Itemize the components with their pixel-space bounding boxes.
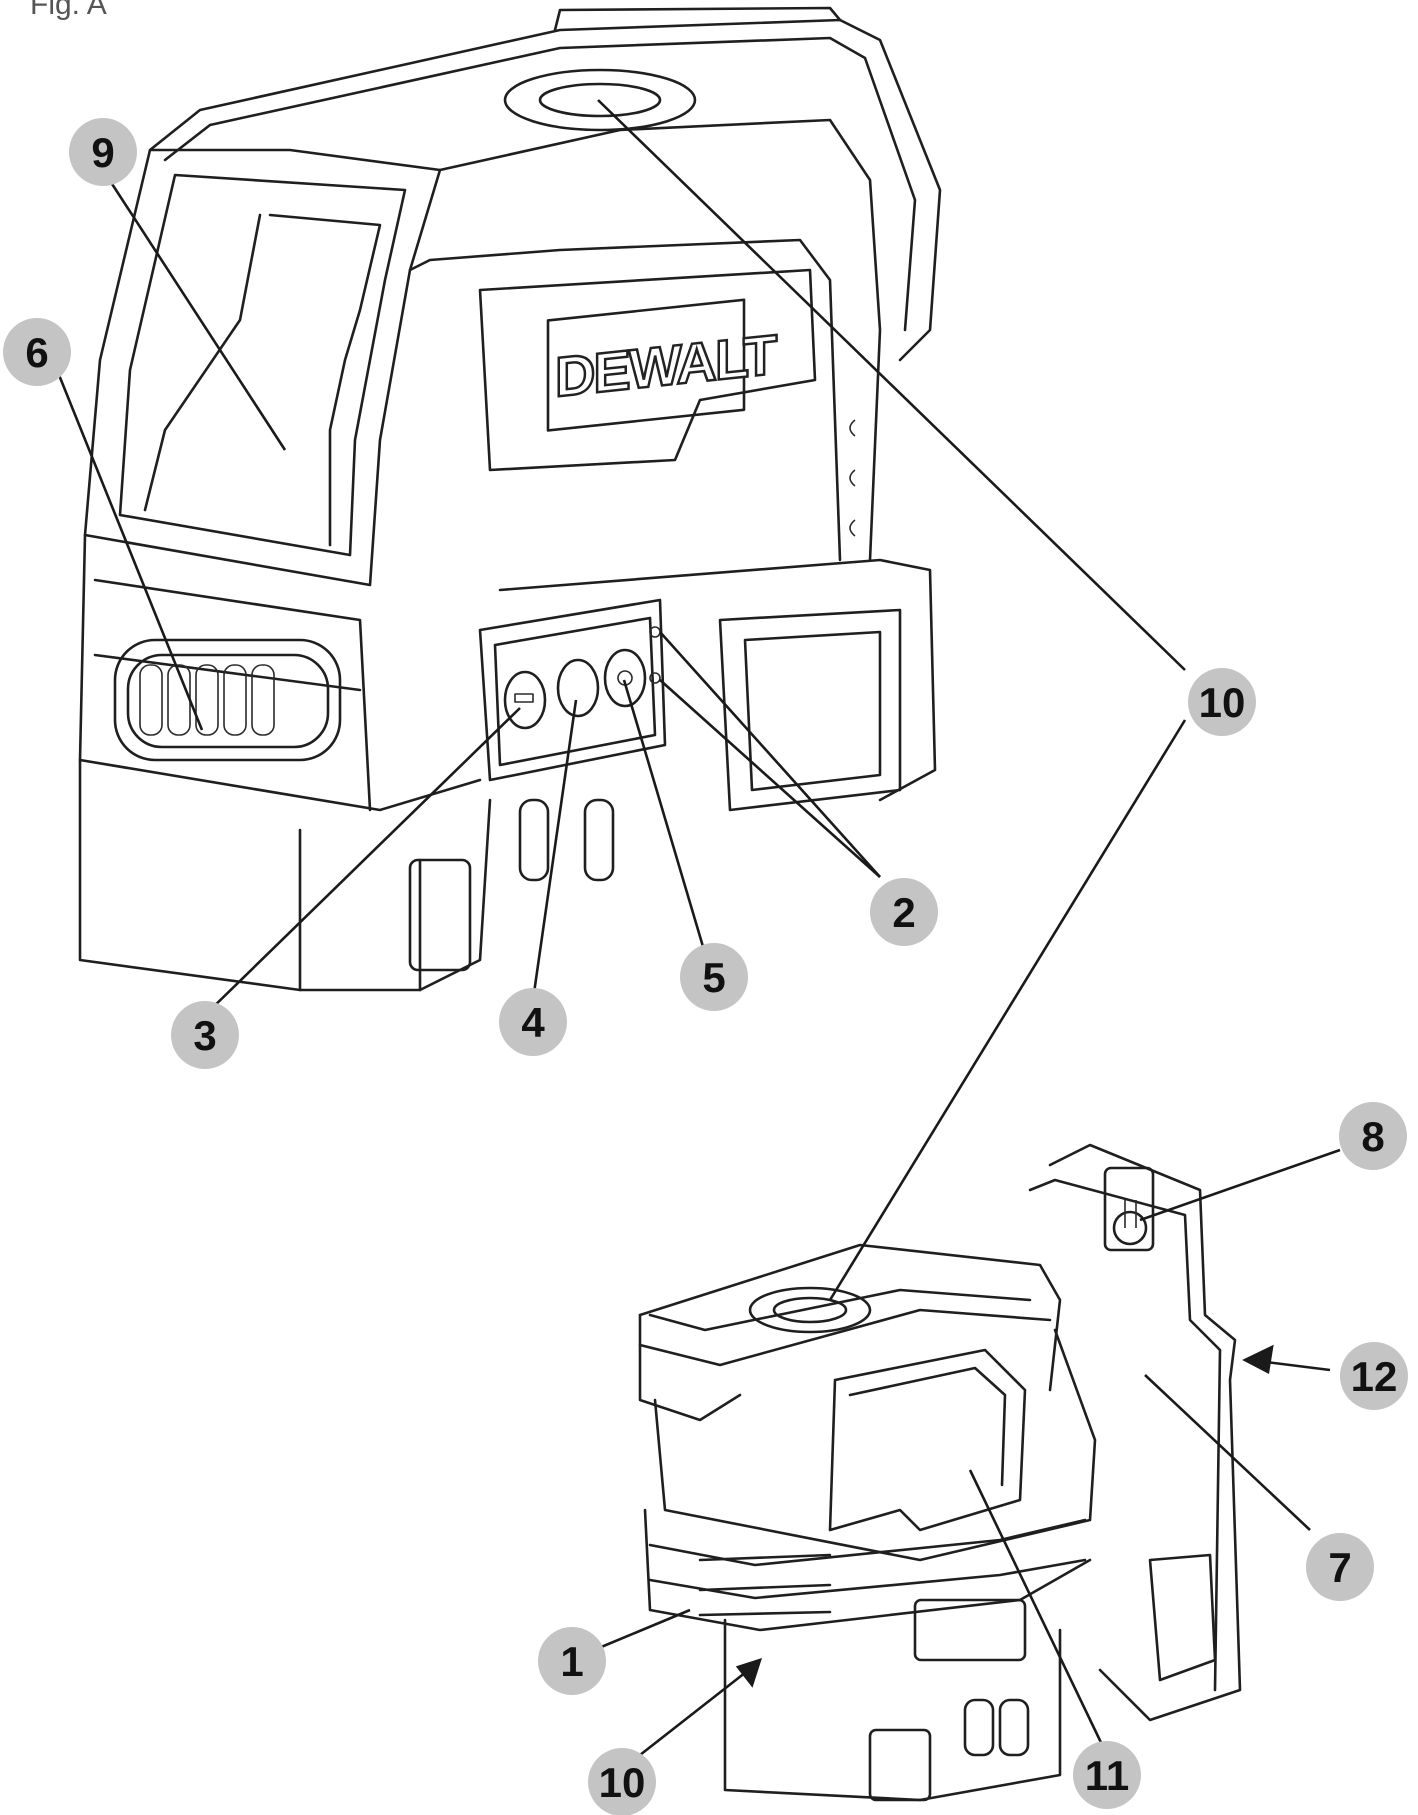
callout-2: 2 — [870, 878, 938, 946]
callout-7: 7 — [1306, 1533, 1374, 1601]
svg-text:3: 3 — [193, 1012, 216, 1059]
svg-text:10: 10 — [599, 1759, 646, 1806]
pulse-button-icon — [603, 648, 647, 708]
svg-text:7: 7 — [1328, 1544, 1351, 1591]
svg-text:1: 1 — [560, 1638, 583, 1685]
callout-3: 3 — [171, 1001, 239, 1069]
svg-text:11: 11 — [1085, 1752, 1129, 1799]
svg-text:12: 12 — [1351, 1353, 1398, 1400]
figure-caption: Fig. A — [30, 0, 107, 21]
callout-6: 6 — [3, 318, 71, 386]
svg-text:6: 6 — [25, 329, 48, 376]
callout-11: 11 — [1073, 1741, 1141, 1809]
callout-9: 9 — [69, 118, 137, 186]
laser-level-bracket-view — [638, 1143, 1242, 1802]
svg-text:4: 4 — [521, 999, 545, 1046]
svg-text:5: 5 — [702, 954, 725, 1001]
callout-5: 5 — [680, 943, 748, 1011]
callout-8: 8 — [1339, 1102, 1407, 1170]
svg-text:10: 10 — [1199, 679, 1246, 726]
callout-12: 12 — [1340, 1342, 1408, 1410]
callout-10-top: 10 — [1188, 668, 1256, 736]
laser-level-main-view: DEWALT — [78, 6, 942, 992]
callout-10-bottom: 10 — [588, 1748, 656, 1815]
power-button-icon — [503, 670, 547, 730]
leader-lines — [53, 99, 1341, 1757]
mode-button-icon — [556, 658, 600, 718]
callout-4: 4 — [499, 988, 567, 1056]
callout-1: 1 — [538, 1627, 606, 1695]
svg-text:8: 8 — [1361, 1113, 1384, 1160]
svg-text:9: 9 — [91, 129, 114, 176]
svg-text:2: 2 — [892, 889, 915, 936]
